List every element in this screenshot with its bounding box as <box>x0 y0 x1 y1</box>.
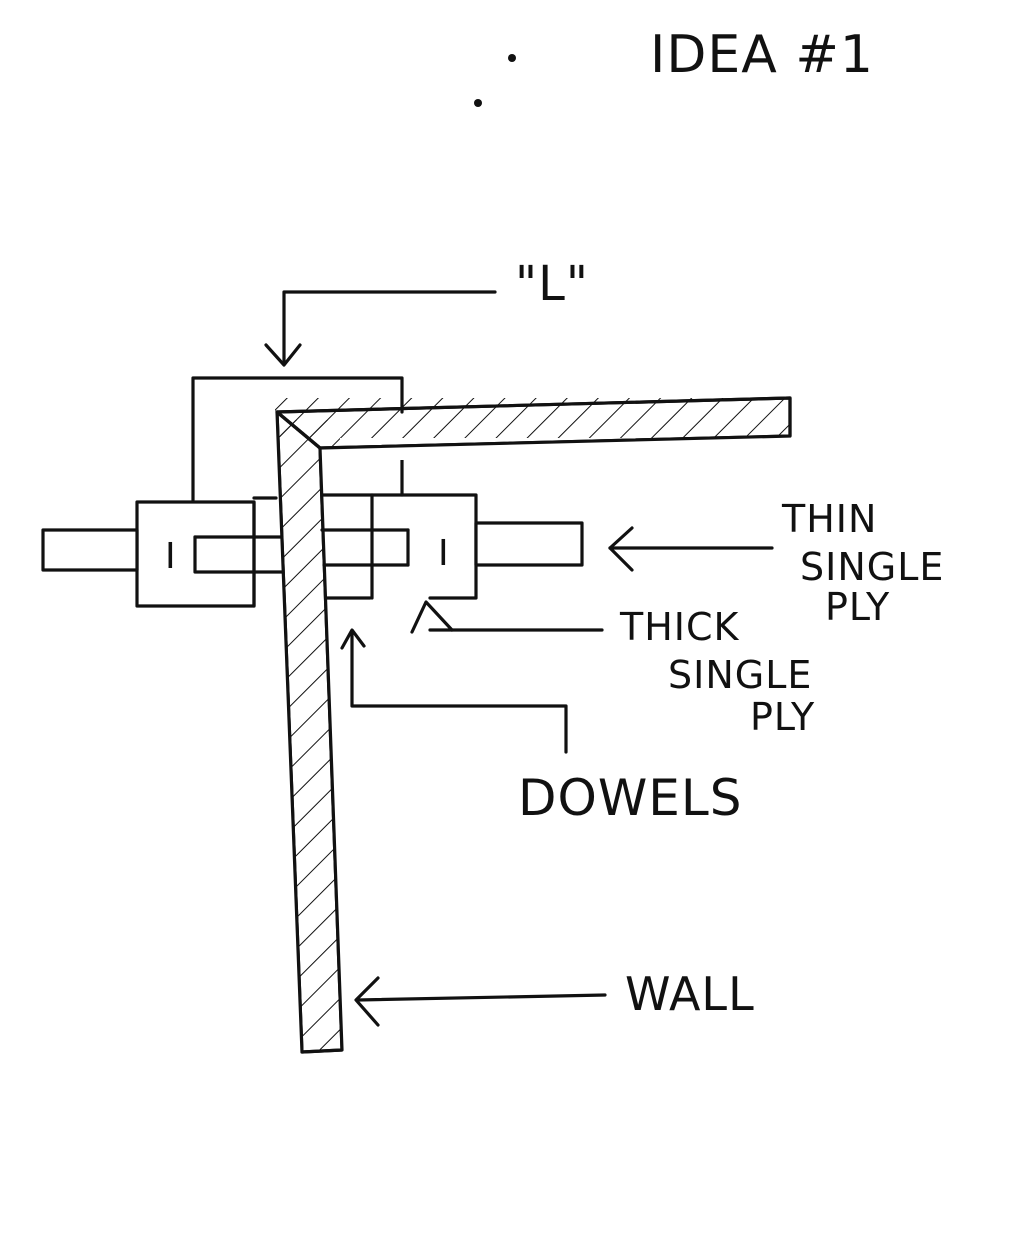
top-wall-outline <box>275 396 792 450</box>
wall-arrow-line <box>356 993 607 1002</box>
l-arrowhead <box>264 343 302 367</box>
l-label: "L" <box>515 256 589 312</box>
thin-ply-label-2: SINGLE <box>800 545 944 589</box>
l-bracket <box>191 376 404 502</box>
right-clamp-block <box>320 493 478 600</box>
stray-dot <box>474 99 482 107</box>
dowels-leader-line <box>350 630 568 754</box>
vertical-wall-outline <box>275 410 344 1054</box>
thin-ply-right <box>474 521 584 567</box>
thin-ply-through-bottom <box>193 535 284 574</box>
dowels-label: DOWELS <box>518 769 742 827</box>
wall-arrowhead <box>354 976 380 1027</box>
thick-ply-label-1: THICK <box>619 605 740 649</box>
thin-ply-label-1: THIN <box>781 497 877 541</box>
thick-ply-label-2: SINGLE <box>668 653 812 697</box>
left-slot-mark: I <box>165 536 177 577</box>
thin-ply-arrowhead <box>608 526 634 572</box>
right-slot-mark: I <box>438 533 450 574</box>
thick-ply-label-3: PLY <box>750 695 815 739</box>
wall-label: WALL <box>625 967 755 1021</box>
thick-ply-arrowhead <box>410 600 454 634</box>
thin-ply-label-3: PLY <box>825 585 890 629</box>
dowels-arrowhead <box>340 628 366 650</box>
l-leader-line <box>282 290 497 364</box>
stray-dot <box>508 54 516 62</box>
diagram-title: IDEA #1 <box>650 25 874 85</box>
thin-ply-left <box>41 528 139 572</box>
